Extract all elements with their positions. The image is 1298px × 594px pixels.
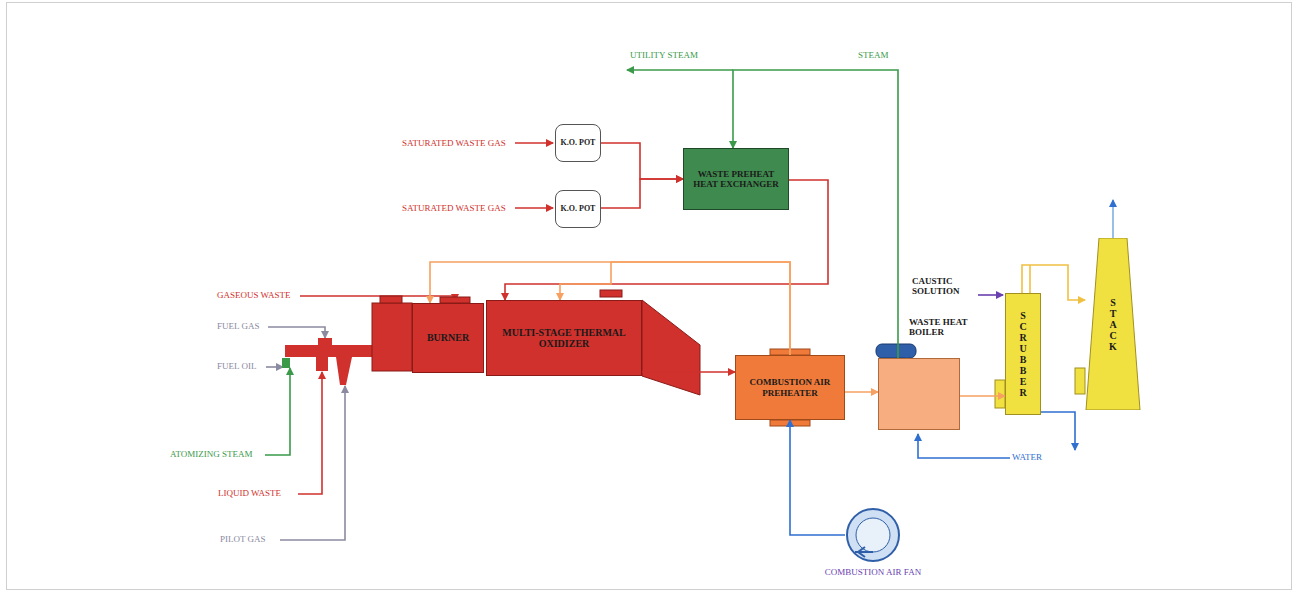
flow-line [960, 395, 1005, 397]
node-label: WASTE HEAT BOILER [909, 317, 969, 338]
node-label: WASTE PREHEAT HEAT EXCHANGER [687, 169, 785, 190]
flow-line [845, 391, 878, 393]
node-label: K.O. POT [561, 138, 596, 147]
flow-line [601, 143, 683, 179]
stream-label: FUEL OIL [217, 361, 256, 371]
flow-line [790, 420, 845, 535]
stream-label: UTILITY STEAM [630, 50, 698, 60]
node-label: MULTI-STAGE THERMAL OXIDIZER [490, 327, 638, 350]
vertical-label: STACK [1108, 297, 1118, 352]
fan-outline [845, 507, 901, 563]
stream-label: CAUSTIC SOLUTION [912, 276, 976, 297]
flow-line [601, 179, 683, 208]
stream-label: GASEOUS WASTE [217, 290, 291, 300]
stream-label: SATURATED WASTE GAS [402, 203, 506, 213]
oxidizer-box: MULTI-STAGE THERMAL OXIDIZER [486, 300, 642, 376]
stream-label: PILOT GAS [220, 534, 266, 544]
knockout-pot: K.O. POT [555, 124, 601, 162]
stack: STACK [1085, 238, 1141, 410]
flow-line [733, 70, 898, 358]
flow-line [642, 371, 735, 373]
node-label: COMBUSTION AIR FAN [825, 567, 921, 577]
scrubber-column: SCRUBBER [1005, 293, 1041, 415]
stream-label: WATER [1012, 452, 1042, 462]
fan-symbol: COMBUSTION AIR FAN [845, 507, 901, 563]
stream-label: ATOMIZING STEAM [170, 449, 253, 459]
air-preheater: COMBUSTION AIR PREHEATER [735, 355, 845, 420]
waste-heat-boiler: WASTE HEAT BOILER [878, 358, 960, 430]
heat-exchanger: WASTE PREHEAT HEAT EXCHANGER [683, 148, 789, 210]
stream-label: SATURATED WASTE GAS [402, 138, 506, 148]
node-label: COMBUSTION AIR PREHEATER [739, 377, 841, 398]
vertical-label: SCRUBBER [1018, 310, 1028, 398]
stream-label: FUEL GAS [217, 321, 259, 331]
burner-box: BURNER [412, 303, 484, 373]
stream-label: LIQUID WASTE [218, 488, 281, 498]
node-label: BURNER [427, 332, 469, 344]
node-label: K.O. POT [561, 204, 596, 213]
knockout-pot: K.O. POT [555, 190, 601, 228]
stream-label: STEAM [858, 50, 889, 60]
